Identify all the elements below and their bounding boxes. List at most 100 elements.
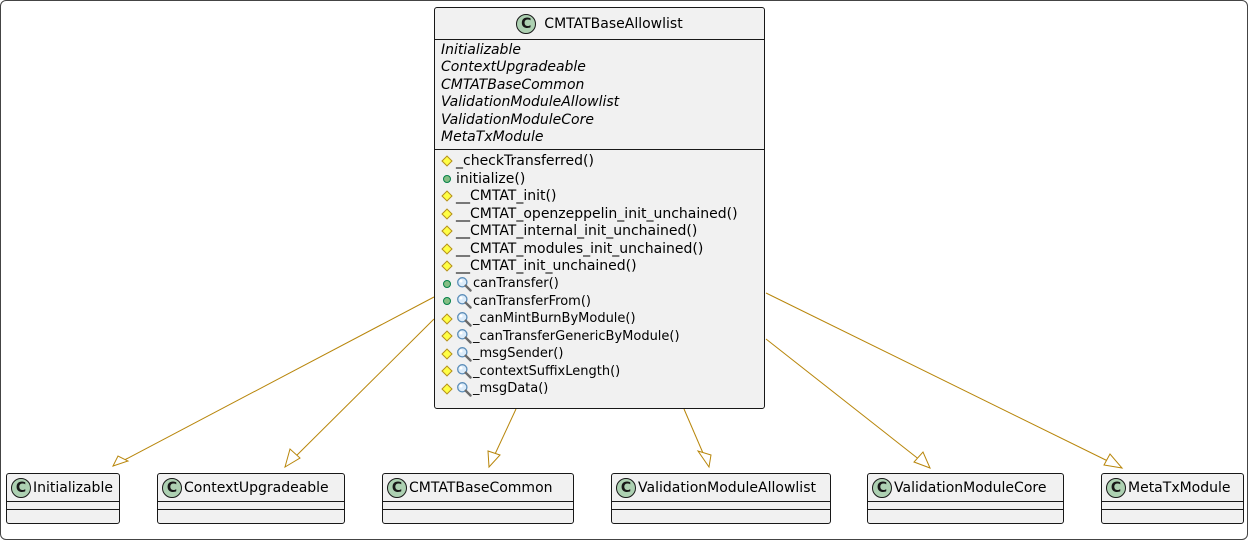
class-name: Initializable: [33, 479, 113, 496]
divider: [7, 509, 119, 510]
class-cmtatbaseallowlist[interactable]: C CMTATBaseAllowlist Initializable Conte…: [434, 7, 765, 409]
class-header: C Initializable: [7, 474, 119, 501]
method-name: canTransferFrom(): [473, 293, 591, 309]
parent-entry: ContextUpgradeable: [441, 59, 586, 76]
divider: [612, 501, 830, 502]
method-list: _checkTransferred()initialize()__CMTAT_i…: [435, 150, 764, 397]
class-name: CMTATBaseAllowlist: [544, 15, 683, 32]
class-name: ValidationModuleCore: [894, 479, 1047, 496]
magnifier-icon: [457, 381, 472, 397]
protected-visibility-icon: [441, 313, 453, 325]
magnifier-icon: [457, 294, 472, 309]
edge-to-cmtatbasecommon: [487, 408, 517, 469]
divider: [435, 149, 764, 151]
divider: [1102, 501, 1243, 502]
parent-list: Initializable ContextUpgradeable CMTATBa…: [435, 40, 764, 149]
divider: [612, 509, 830, 510]
magnifier-icon: [457, 276, 472, 292]
parent-entry: ValidationModuleAllowlist: [441, 94, 620, 111]
divider: [868, 501, 1063, 502]
class-name: ContextUpgradeable: [184, 479, 329, 496]
edge-to-metatxmodule: [765, 292, 1124, 469]
class-header: C ValidationModuleAllowlist: [612, 474, 830, 501]
magnifier-icon: [457, 329, 472, 344]
method-row[interactable]: _checkTransferred(): [441, 152, 758, 170]
class-header: C ContextUpgradeable: [158, 474, 344, 501]
fields-section: [7, 502, 119, 509]
public-visibility-icon: [441, 295, 453, 307]
class-header: C CMTATBaseAllowlist: [435, 8, 764, 39]
method-name: _checkTransferred(): [456, 153, 594, 170]
protected-visibility-icon: [441, 348, 453, 360]
fields-section: [868, 502, 1063, 509]
fields-section: [383, 502, 573, 509]
divider: [868, 509, 1063, 510]
method-row[interactable]: canTransferFrom(): [441, 292, 758, 310]
method-row[interactable]: _msgSender(): [441, 345, 758, 363]
fields-section: [158, 502, 344, 509]
class-icon: C: [1106, 477, 1126, 498]
method-row[interactable]: __CMTAT_modules_init_unchained(): [441, 240, 758, 258]
edge-to-initializable: [112, 296, 435, 467]
class-validationmoduleallowlist[interactable]: C ValidationModuleAllowlist: [611, 473, 831, 524]
protected-visibility-icon: [441, 330, 453, 342]
divider: [383, 501, 573, 502]
method-row[interactable]: __CMTAT_init(): [441, 187, 758, 205]
method-name: _msgSender(): [473, 346, 564, 362]
protected-visibility-icon: [441, 260, 453, 272]
method-name: canTransfer(): [473, 276, 559, 292]
method-name: __CMTAT_init_unchained(): [456, 258, 637, 275]
protected-visibility-icon: [441, 365, 453, 377]
method-row[interactable]: _canMintBurnByModule(): [441, 310, 758, 328]
protected-visibility-icon: [441, 383, 453, 395]
class-icon: C: [516, 13, 537, 34]
class-cmtatbasecommon[interactable]: C CMTATBaseCommon: [382, 473, 574, 524]
divider: [383, 509, 573, 510]
class-metatxmodule[interactable]: C MetaTxModule: [1101, 473, 1244, 524]
method-row[interactable]: _msgData(): [441, 380, 758, 398]
edge-to-validationmodulecore: [765, 338, 931, 469]
method-row[interactable]: __CMTAT_init_unchained(): [441, 257, 758, 275]
magnifier-icon: [457, 346, 472, 362]
divider: [435, 39, 764, 40]
class-contextupgradeable[interactable]: C ContextUpgradeable: [157, 473, 345, 524]
class-validationmodulecore[interactable]: C ValidationModuleCore: [867, 473, 1064, 524]
method-row[interactable]: _contextSuffixLength(): [441, 362, 758, 380]
class-icon: C: [616, 477, 636, 498]
method-name: _canMintBurnByModule(): [473, 311, 636, 327]
divider: [158, 501, 344, 502]
fields-section: [1102, 502, 1243, 509]
parent-entry: Initializable: [441, 42, 521, 58]
parent-entry: CMTATBaseCommon: [441, 76, 585, 93]
method-row[interactable]: canTransfer(): [441, 275, 758, 293]
public-visibility-icon: [441, 278, 453, 290]
divider: [7, 501, 119, 502]
method-name: _msgData(): [473, 381, 549, 397]
divider: [1102, 509, 1243, 510]
class-header: C CMTATBaseCommon: [383, 474, 573, 501]
method-name: _canTransferGenericByModule(): [473, 328, 680, 344]
method-name: __CMTAT_openzeppelin_init_unchained(): [456, 205, 738, 222]
method-row[interactable]: _canTransferGenericByModule(): [441, 327, 758, 345]
class-icon: C: [11, 477, 31, 498]
method-row[interactable]: __CMTAT_internal_init_unchained(): [441, 222, 758, 240]
divider: [158, 509, 344, 510]
method-row[interactable]: initialize(): [441, 170, 758, 188]
public-visibility-icon: [441, 173, 453, 185]
method-row[interactable]: __CMTAT_openzeppelin_init_unchained(): [441, 205, 758, 223]
parent-entry: ValidationModuleCore: [441, 111, 594, 128]
class-header: C ValidationModuleCore: [868, 474, 1063, 501]
class-icon: C: [387, 477, 407, 498]
fields-section: [612, 502, 830, 509]
class-icon: C: [162, 477, 182, 498]
magnifier-icon: [457, 364, 472, 379]
protected-visibility-icon: [441, 208, 453, 220]
class-initializable[interactable]: C Initializable: [6, 473, 120, 524]
protected-visibility-icon: [441, 225, 453, 237]
magnifier-icon: [457, 311, 472, 327]
protected-visibility-icon: [441, 155, 453, 167]
class-name: ValidationModuleAllowlist: [638, 479, 816, 496]
parent-entry: MetaTxModule: [441, 129, 544, 146]
method-name: __CMTAT_modules_init_unchained(): [456, 240, 704, 257]
class-name: CMTATBaseCommon: [409, 479, 553, 496]
